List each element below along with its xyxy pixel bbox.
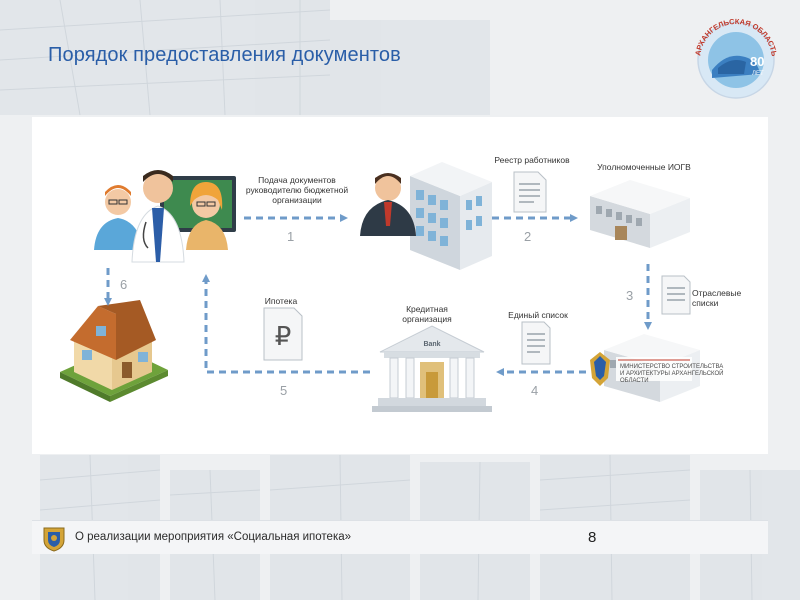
step-number-2: 2	[524, 229, 532, 244]
registry-document-icon	[513, 171, 547, 213]
emblem-years: 80	[750, 54, 764, 69]
step-number-4: 4	[531, 383, 539, 398]
step-number-3: 3	[626, 288, 634, 303]
step-number-6: 6	[120, 277, 128, 292]
label-authorized: Уполномоченные ИОГВ	[597, 162, 691, 172]
bank-sign-text: Bank	[423, 341, 441, 348]
organization-building	[360, 162, 492, 270]
footer-text: О реализации мероприятия «Социальная ипо…	[75, 531, 352, 543]
step-number-5: 5	[280, 383, 288, 398]
arrow-step-5	[202, 274, 370, 374]
ministry-building	[590, 334, 700, 402]
emblem-years-suffix: ЛЕТ	[752, 71, 764, 77]
slide-title: Порядок предоставления документов	[48, 44, 401, 66]
anniversary-emblem: АРХАНГЕЛЬСКАЯ ОБЛАСТЬ 80 ЛЕТ	[693, 17, 779, 99]
label-sector-lists: Отраслевые списки	[692, 288, 742, 308]
sector-lists-document-icon	[661, 275, 691, 315]
bank-building	[372, 325, 492, 412]
label-mortgage: Ипотека	[264, 296, 298, 306]
label-ministry: МИНИСТЕРСТВО СТРОИТЕЛЬСТВА И АРХИТЕКТУРЫ…	[620, 364, 724, 384]
house-illustration	[60, 300, 168, 402]
label-submission: Подача документов руководителю бюджетной…	[245, 175, 349, 205]
footer-bar	[32, 520, 768, 554]
coat-of-arms-icon	[43, 527, 65, 552]
step-number-1: 1	[287, 229, 295, 244]
employees-illustration	[94, 170, 236, 263]
label-registry: Реестр работников	[494, 155, 570, 165]
label-unified-list: Единый список	[508, 310, 568, 320]
mortgage-ruble-document-icon	[263, 307, 303, 361]
label-credit-org: Кредитная организация	[402, 304, 452, 324]
ruble-sign: ₽	[274, 321, 292, 351]
page-number: 8	[588, 529, 597, 546]
unified-list-document-icon	[521, 321, 551, 365]
authorized-agency-building	[590, 180, 690, 248]
